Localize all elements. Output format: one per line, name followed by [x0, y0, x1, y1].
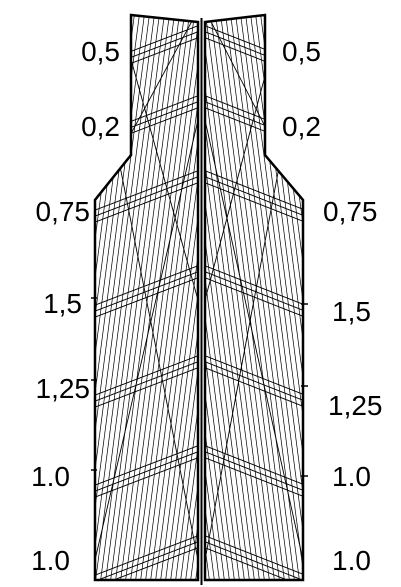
fiber-line — [114, 15, 191, 580]
fiber-line — [205, 15, 276, 580]
band-line — [95, 546, 198, 580]
band-line — [205, 360, 303, 404]
right-label-6: 1.0 — [332, 545, 371, 576]
band-line — [205, 181, 303, 225]
fiber-line — [205, 15, 281, 580]
fiber-line — [154, 15, 198, 580]
band-line — [205, 546, 303, 580]
band-line — [95, 456, 198, 500]
fiber-line — [179, 15, 198, 580]
fiber-line — [139, 15, 198, 580]
left-label-3: 1,5 — [43, 288, 82, 319]
fiber-line — [95, 15, 161, 580]
fiber-line — [224, 15, 301, 580]
left-label-0: 0,5 — [81, 36, 120, 67]
band-line — [95, 366, 198, 410]
band-line — [95, 169, 198, 213]
fiber-line — [129, 15, 198, 580]
band-line — [95, 540, 198, 580]
fiber-line — [214, 15, 291, 580]
fiber-line — [205, 15, 251, 580]
right-label-0: 0,5 — [282, 36, 321, 67]
fiber-line — [99, 15, 176, 580]
right-label-5: 1.0 — [332, 461, 371, 492]
right-label-1: 0,2 — [282, 111, 321, 142]
band-line — [95, 175, 198, 219]
fiber-line — [95, 15, 156, 580]
fiber-line — [209, 15, 286, 580]
band-line — [95, 354, 198, 398]
band-line — [205, 444, 303, 488]
fiber-line — [164, 15, 198, 580]
fiber-line — [205, 15, 266, 580]
fiber-line — [95, 15, 166, 580]
fiber-line — [144, 15, 198, 580]
band-line — [205, 456, 303, 500]
fiber-line — [229, 15, 303, 580]
left-half-outline — [93, 13, 200, 582]
fiber-line — [119, 15, 196, 580]
fiber-line — [234, 15, 303, 580]
fiber-line — [205, 15, 256, 580]
left-hatching — [95, 15, 198, 580]
band-line — [95, 276, 198, 320]
band-line — [205, 540, 303, 580]
right-label-4: 1,25 — [328, 390, 383, 421]
cross-line — [119, 19, 198, 301]
right-label-2: 0,75 — [323, 196, 378, 227]
left-label-4: 1,25 — [35, 373, 91, 404]
fiber-line — [205, 15, 221, 580]
fiber-line — [244, 15, 303, 580]
left-label-6: 1.0 — [31, 545, 70, 576]
band-line — [205, 169, 303, 213]
fiber-line — [205, 15, 236, 580]
band-line — [95, 270, 198, 314]
band-line — [205, 276, 303, 320]
fiber-line — [205, 15, 271, 580]
fiber-hatching — [95, 15, 303, 580]
fiber-line — [95, 15, 171, 580]
cross-line — [95, 119, 198, 561]
left-label-1: 0,2 — [81, 111, 120, 142]
right-label-3: 1,5 — [332, 296, 371, 327]
fiber-line — [205, 15, 226, 580]
band-line — [95, 444, 198, 488]
band-line — [205, 366, 303, 410]
fiber-line — [205, 15, 261, 580]
fiber-line — [249, 15, 303, 580]
band-line — [205, 270, 303, 314]
band-line — [205, 450, 303, 494]
layer-band-lines — [91, 297, 308, 477]
fiber-line — [149, 15, 198, 580]
fiber-line — [219, 15, 296, 580]
fiber-line — [205, 15, 241, 580]
fiber-line — [205, 15, 246, 580]
fiber-line — [95, 15, 151, 580]
band-line — [95, 360, 198, 404]
right-half-outline — [203, 13, 305, 582]
band-line — [95, 264, 198, 308]
fiber-line — [205, 15, 231, 580]
band-line — [95, 450, 198, 494]
fiber-line — [169, 15, 198, 580]
band-line — [205, 354, 303, 398]
fiber-line — [104, 15, 181, 580]
left-label-5: 1.0 — [31, 461, 70, 492]
fiber-line — [124, 15, 198, 580]
fiber-line — [95, 15, 146, 580]
band-line — [205, 175, 303, 219]
cross-line — [205, 119, 303, 561]
band-line — [205, 264, 303, 308]
band-line — [95, 534, 198, 578]
fiber-line — [174, 15, 198, 580]
band-line — [205, 534, 303, 578]
band-line — [95, 181, 198, 225]
left-label-2: 0,75 — [35, 196, 91, 227]
